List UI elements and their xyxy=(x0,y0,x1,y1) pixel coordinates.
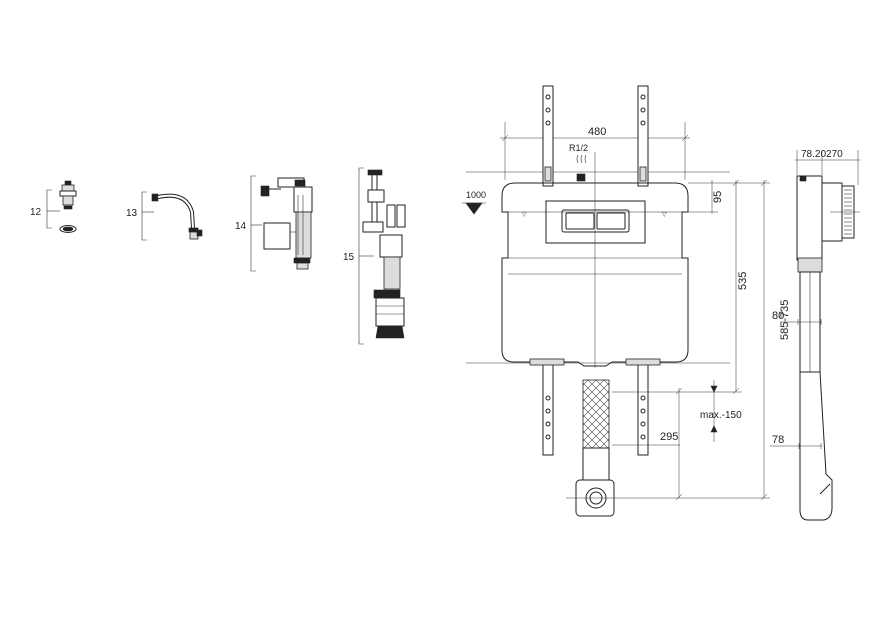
part-15: 15 xyxy=(343,167,406,345)
part-13-label: 13 xyxy=(126,208,138,219)
front-view: 480 R1/2 ▽ ▽ xyxy=(462,85,791,517)
part-15-label: 15 xyxy=(343,252,355,263)
top-offset-label: 95 xyxy=(712,191,724,203)
bottom-bracket-right xyxy=(625,358,661,456)
part-13: 13 xyxy=(126,191,203,241)
level-height-label: 1000 xyxy=(466,190,486,200)
side-top-dims-label: 78.20270 xyxy=(801,149,843,160)
side-mid-dim-label: 80 xyxy=(772,310,784,322)
inlet-size-label: R1/2 xyxy=(569,143,588,153)
outlet-max-label: max.-150 xyxy=(700,410,742,421)
side-view: 78.20270 80 xyxy=(770,149,860,521)
fill-valve-icon xyxy=(260,177,313,270)
connector-fitting-icon xyxy=(59,180,77,233)
flush-pipe-hatched xyxy=(582,379,610,449)
top-bracket-left xyxy=(542,85,554,187)
side-bottom-dim-label: 78 xyxy=(772,434,784,446)
flush-plate-opening xyxy=(545,200,646,244)
part-14-label: 14 xyxy=(235,221,247,232)
part-12-label: 12 xyxy=(30,207,42,218)
flexible-hose-icon xyxy=(151,193,203,240)
tank-height-label: 535 xyxy=(737,272,749,290)
bottom-bracket-left xyxy=(529,358,565,456)
outlet-offset-label: 295 xyxy=(660,431,678,443)
frame-height-range-label: 585-735 xyxy=(779,300,791,340)
width-dimension-label: 480 xyxy=(588,126,606,138)
part-14: 14 xyxy=(235,175,313,272)
level-marker-right: ▽ xyxy=(662,212,667,218)
part-12: 12 xyxy=(30,180,77,233)
level-marker-left: ▽ xyxy=(522,212,527,218)
top-bracket-right xyxy=(637,85,649,187)
flush-valve-icon xyxy=(362,169,406,339)
